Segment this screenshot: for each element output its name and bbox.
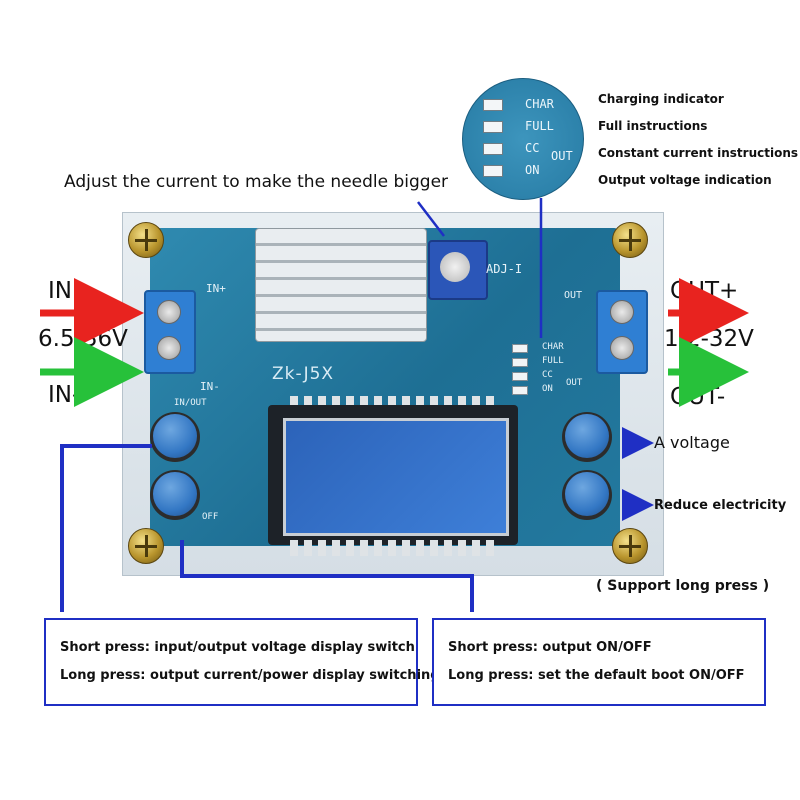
- adjust-current-label: Adjust the current to make the needle bi…: [64, 172, 449, 192]
- voltage-up-button[interactable]: [565, 414, 609, 458]
- silk-model: Zk-J5X: [272, 364, 335, 384]
- corner-screw-top-left: [128, 222, 164, 258]
- inset-label-char: CHAR: [525, 97, 554, 111]
- board-led-char: [512, 344, 528, 353]
- board-led-label-full: FULL: [542, 356, 564, 366]
- output-terminal-screw-plus: [610, 300, 634, 324]
- right-button-callout: Short press: output ON/OFF Long press: s…: [432, 618, 766, 706]
- output-onoff-button[interactable]: [153, 472, 197, 516]
- in-out-display-button[interactable]: [153, 414, 197, 458]
- input-terminal-screw-minus: [157, 336, 181, 360]
- lcd-pins-bottom: [290, 540, 500, 556]
- left-short-press: Short press: input/output voltage displa…: [60, 640, 415, 655]
- support-long-press-text: Support long press: [607, 578, 758, 594]
- lcd-screen: [283, 418, 509, 536]
- inset-label-out: OUT: [551, 149, 573, 163]
- adjust-current-pointer: [417, 201, 445, 237]
- inset-label-cc: CC: [525, 141, 540, 155]
- support-long-press-label: ( Support long press ): [596, 578, 770, 594]
- board-led-label-cc: CC: [542, 370, 553, 380]
- output-voltage-indication-label: Output voltage indication: [598, 173, 772, 187]
- board-led-cc: [512, 372, 528, 381]
- inset-led-full: [483, 121, 503, 133]
- corner-screw-bottom-left: [128, 528, 164, 564]
- input-terminal-screw-plus: [157, 300, 181, 324]
- right-long-press: Long press: set the default boot ON/OFF: [448, 668, 745, 683]
- inset-label-on: ON: [525, 163, 540, 177]
- output-terminal-block[interactable]: [596, 290, 648, 374]
- inset-led-cc: [483, 143, 503, 155]
- led-inset-magnifier: CHAR FULL CC ON OUT: [462, 78, 584, 200]
- potentiometer-knob-icon[interactable]: [440, 252, 470, 282]
- corner-screw-bottom-right: [612, 528, 648, 564]
- left-button-connector: [60, 444, 152, 612]
- reduce-electricity-label: Reduce electricity: [654, 498, 787, 513]
- right-short-press: Short press: output ON/OFF: [448, 640, 652, 655]
- inset-led-char: [483, 99, 503, 111]
- current-down-button[interactable]: [565, 472, 609, 516]
- silk-in-plus: IN+: [206, 282, 226, 295]
- a-voltage-label: A voltage: [654, 433, 730, 452]
- full-instructions-label: Full instructions: [598, 119, 708, 133]
- silk-in-out: IN/OUT: [174, 398, 207, 408]
- silk-adj-i: ADJ-I: [486, 262, 523, 276]
- left-button-callout: Short press: input/output voltage displa…: [44, 618, 440, 706]
- inset-label-full: FULL: [525, 119, 554, 133]
- bottom-button-connector: [180, 540, 474, 612]
- left-long-press: Long press: output current/power display…: [60, 668, 440, 683]
- output-terminal-screw-minus: [610, 336, 634, 360]
- corner-screw-top-right: [612, 222, 648, 258]
- constant-current-label: Constant current instructions: [598, 146, 799, 160]
- board-led-on: [512, 386, 528, 395]
- charging-indicator-label: Charging indicator: [598, 92, 724, 106]
- board-led-full: [512, 358, 528, 367]
- board-led-label-char: CHAR: [542, 342, 564, 352]
- silk-off: OFF: [202, 512, 219, 522]
- silk-out: OUT: [564, 290, 583, 301]
- silk-in-minus: IN-: [200, 380, 220, 393]
- heatsink: [255, 228, 427, 342]
- inset-led-on: [483, 165, 503, 177]
- board-led-label-on: ON: [542, 384, 553, 394]
- board-led-label-out: OUT: [566, 378, 583, 388]
